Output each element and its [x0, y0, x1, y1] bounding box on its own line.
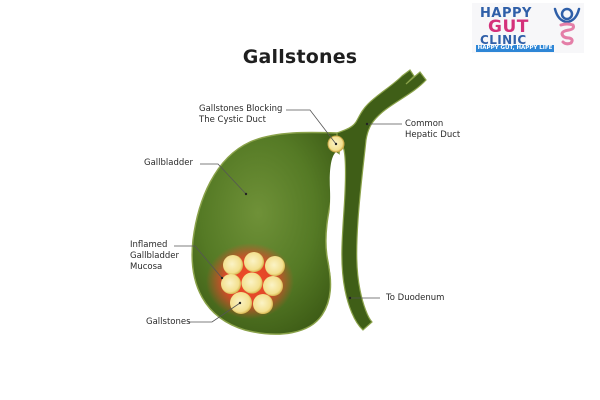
label-blocking-stones: Gallstones Blocking The Cystic Duct — [199, 104, 282, 126]
label-gallbladder: Gallbladder — [144, 158, 193, 168]
label-inflamed-mucosa: Inflamed Gallbladder Mucosa — [130, 240, 179, 273]
leader-gallbladder — [200, 163, 247, 195]
leader-gallstones — [188, 302, 241, 323]
label-line: Hepatic Duct — [405, 130, 461, 140]
label-line: Common — [405, 119, 444, 129]
logo-text-happy: HAPPY — [480, 6, 532, 21]
gallstones-cluster — [221, 252, 285, 314]
diagram-title: Gallstones — [242, 46, 358, 68]
common-bile-duct — [336, 69, 427, 331]
logo-text-clinic: CLINIC — [480, 33, 527, 47]
label-line: Gallstones Blocking — [199, 104, 283, 114]
leader-blocking — [286, 109, 337, 145]
logo-text-gut: GUT — [488, 17, 529, 37]
clinic-logo: HAPPY GUT CLINIC HAPPY GUT, HAPPY LIFE — [472, 3, 584, 53]
logo-tagline: HAPPY GUT, HAPPY LIFE — [476, 45, 554, 52]
label-to-duodenum: To Duodenum — [386, 293, 445, 303]
label-line: The Cystic Duct — [199, 115, 266, 125]
label-line: Gallbladder — [130, 251, 179, 261]
leader-mucosa — [174, 245, 223, 279]
label-common-hepatic-duct: Common Hepatic Duct — [405, 119, 460, 141]
person-gut-icon — [553, 7, 581, 46]
label-gallstones: Gallstones — [146, 317, 191, 327]
label-line: Inflamed — [130, 240, 168, 250]
label-line: Mucosa — [130, 262, 163, 272]
